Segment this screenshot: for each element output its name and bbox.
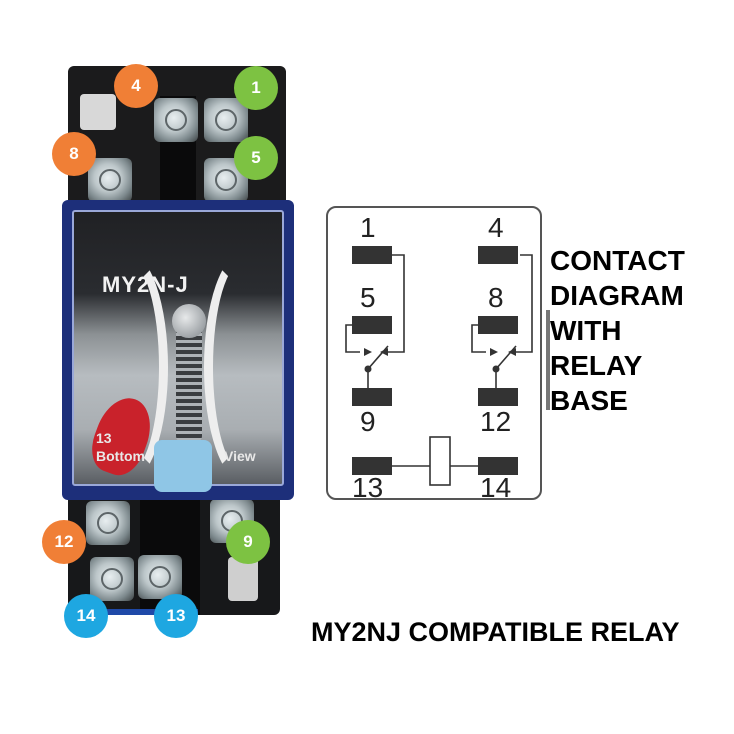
pin-bar-9 [352,388,392,406]
relay-cover-window: MY2N-J 13 Bottom View [72,210,284,492]
pin-label-1: 1 [360,212,376,243]
pin-label-9: 9 [360,406,376,437]
image-caption: MY2NJ COMPATIBLE RELAY [311,617,680,647]
pin-label-4: 4 [488,212,504,243]
pin-bar-4 [478,246,518,264]
terminal-screw-4 [154,98,198,142]
pin-label-13: 13 [352,472,384,503]
terminal-screw-1 [204,98,248,142]
pivot-right [492,365,500,373]
terminal-screw-14 [90,557,134,601]
pin-bar-13 [352,457,392,475]
pin-label-12: 12 [480,406,512,437]
title-accent-line [546,310,550,410]
wire-4-nc [516,254,533,353]
pin-bar-14 [478,457,518,475]
diagram-wiring [345,254,533,486]
relay-cover: MY2N-J 13 Bottom View [62,200,294,500]
pin-label-8: 8 [488,282,504,313]
terminal-badge-14: 14 [64,594,108,638]
diagram-title-line: DIAGRAM [550,280,684,311]
coil-symbol [429,436,451,486]
pin-bar-5 [352,316,392,334]
wire-5-no [345,324,360,353]
contact-diagram: 1 4 5 8 9 12 13 14 [326,206,542,503]
terminal-screw-8 [88,158,132,202]
diagram-title-line: CONTACT [550,245,685,276]
pivot-left [364,365,372,373]
diagram-title-line: BASE [550,385,628,416]
terminal-badge-8: 8 [52,132,96,176]
arrow-nc-right [508,348,516,356]
arrow-no-left [364,348,372,356]
mounting-hole [228,557,258,601]
pin-bar-8 [478,316,518,334]
diagram-title: CONTACT DIAGRAM WITH RELAY BASE [550,243,685,418]
pin-bar-12 [478,388,518,406]
relay-wire-right [204,252,284,482]
pin-label-5: 5 [360,282,376,313]
relay-wire-left [88,252,168,482]
cover-text-pin: 13 [96,430,112,446]
terminal-badge-4: 4 [114,64,158,108]
switch-arm-right [495,345,517,370]
terminal-screw-13 [138,555,182,599]
relay-spring [176,322,202,442]
wire-1-nc [388,254,405,353]
diagram-title-line: WITH [550,315,622,346]
switch-arm-left [367,345,389,370]
pin-bar-1 [352,246,392,264]
terminal-badge-12: 12 [42,520,86,564]
arrow-no-right [490,348,498,356]
relay-spring-screw [172,304,206,338]
base-stripe [98,609,198,615]
relay-diode [154,440,212,492]
terminal-screw-12 [86,501,130,545]
terminal-badge-9: 9 [226,520,270,564]
cover-text-view: View [224,448,256,464]
diagram-title-line: RELAY [550,350,643,381]
mounting-hole [80,94,116,130]
wire-8-no [471,324,486,353]
pin-label-14: 14 [480,472,512,503]
terminal-badge-13: 13 [154,594,198,638]
terminal-badge-1: 1 [234,66,278,110]
arrow-nc-left [380,348,388,356]
terminal-badge-5: 5 [234,136,278,180]
cover-text-bottom: Bottom [96,448,145,464]
